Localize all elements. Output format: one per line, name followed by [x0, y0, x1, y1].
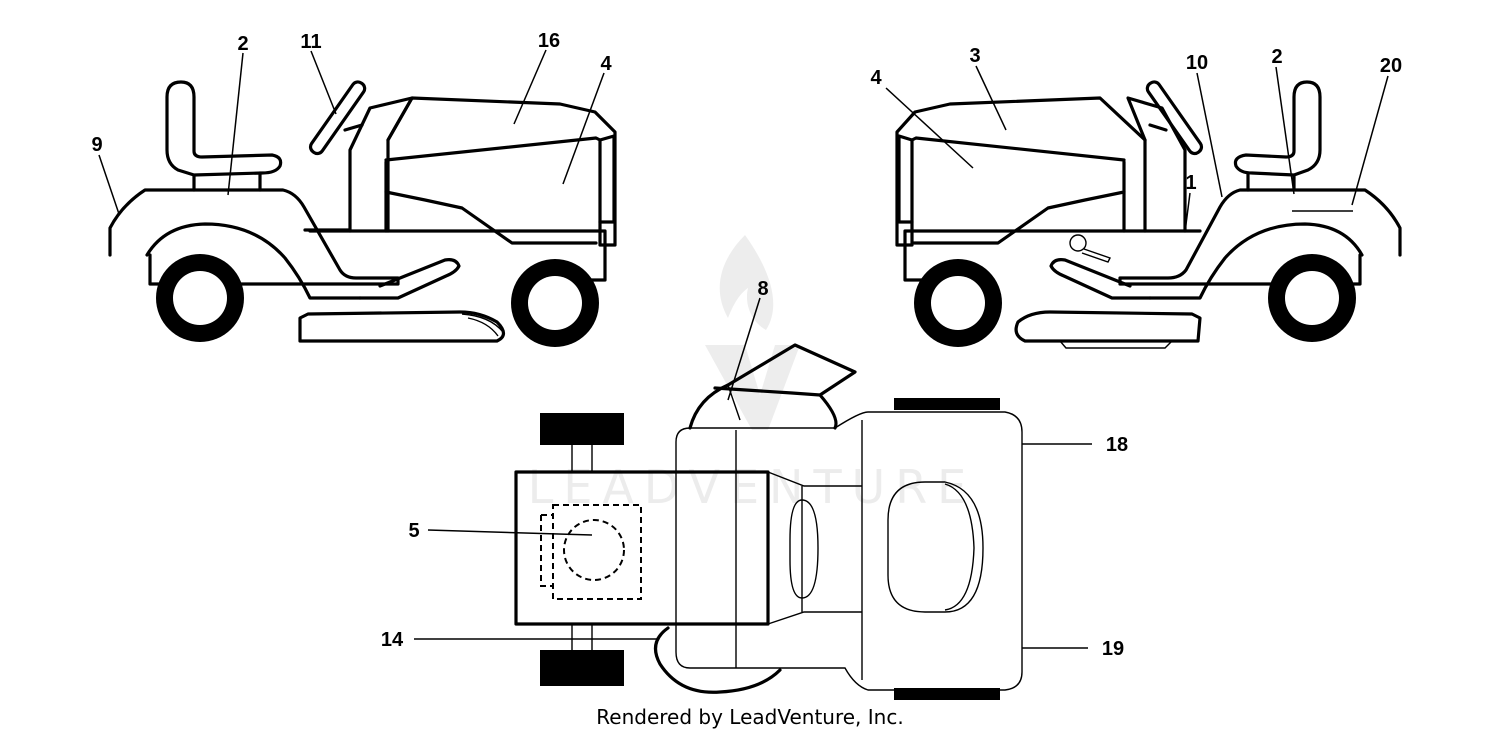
rear-wheel-top-right: [894, 688, 1000, 700]
key-switch: [1069, 234, 1087, 252]
seat-top: [887, 481, 984, 613]
rear-wheel-top-left: [894, 398, 1000, 410]
callout-20: 20: [1380, 55, 1402, 77]
callout-14: 14: [381, 629, 404, 651]
callout-19: 19: [1102, 638, 1124, 660]
hood-top: [514, 470, 770, 626]
leader-lines: [98, 49, 1389, 649]
callout-16: 16: [538, 30, 560, 52]
front-wheel-top-left: [540, 413, 624, 445]
callout-3: 3: [969, 45, 980, 67]
left-side-view: [108, 80, 617, 347]
hood: [895, 96, 1147, 247]
right-side-view: [895, 80, 1402, 349]
top-view: [514, 343, 1023, 700]
mower-deck: [1014, 310, 1202, 343]
callout-1: 1: [1185, 172, 1196, 194]
callout-9: 9: [91, 134, 102, 156]
callout-8: 8: [757, 278, 768, 300]
watermark-text: LEADVENTURE: [528, 460, 977, 514]
mower-deck: [298, 310, 506, 343]
seat: [165, 80, 283, 177]
engine-outline: [552, 504, 642, 600]
callout-4-left: 4: [600, 53, 612, 75]
pedal: [1049, 258, 1152, 300]
callout-18: 18: [1106, 434, 1128, 456]
pedal: [358, 258, 461, 300]
rear-fender: [108, 188, 400, 286]
steering-wheel: [1145, 80, 1204, 156]
watermark-logo: [705, 235, 800, 430]
mower-deck-top: [675, 411, 1023, 691]
callout-10: 10: [1186, 52, 1208, 74]
discharge-chute: [688, 343, 857, 430]
callout-11: 11: [300, 31, 321, 53]
callout-2-left: 2: [237, 33, 248, 55]
rendered-by-credit: Rendered by LeadVenture, Inc.: [596, 705, 903, 729]
callout-5: 5: [408, 520, 419, 542]
callout-4-right: 4: [870, 67, 882, 89]
steering-wheel: [308, 80, 367, 156]
seat: [1233, 80, 1322, 177]
hood: [384, 96, 617, 247]
callout-2-right: 2: [1271, 46, 1282, 68]
front-wheel-top-right: [540, 650, 624, 686]
rear-fender: [1118, 188, 1402, 286]
